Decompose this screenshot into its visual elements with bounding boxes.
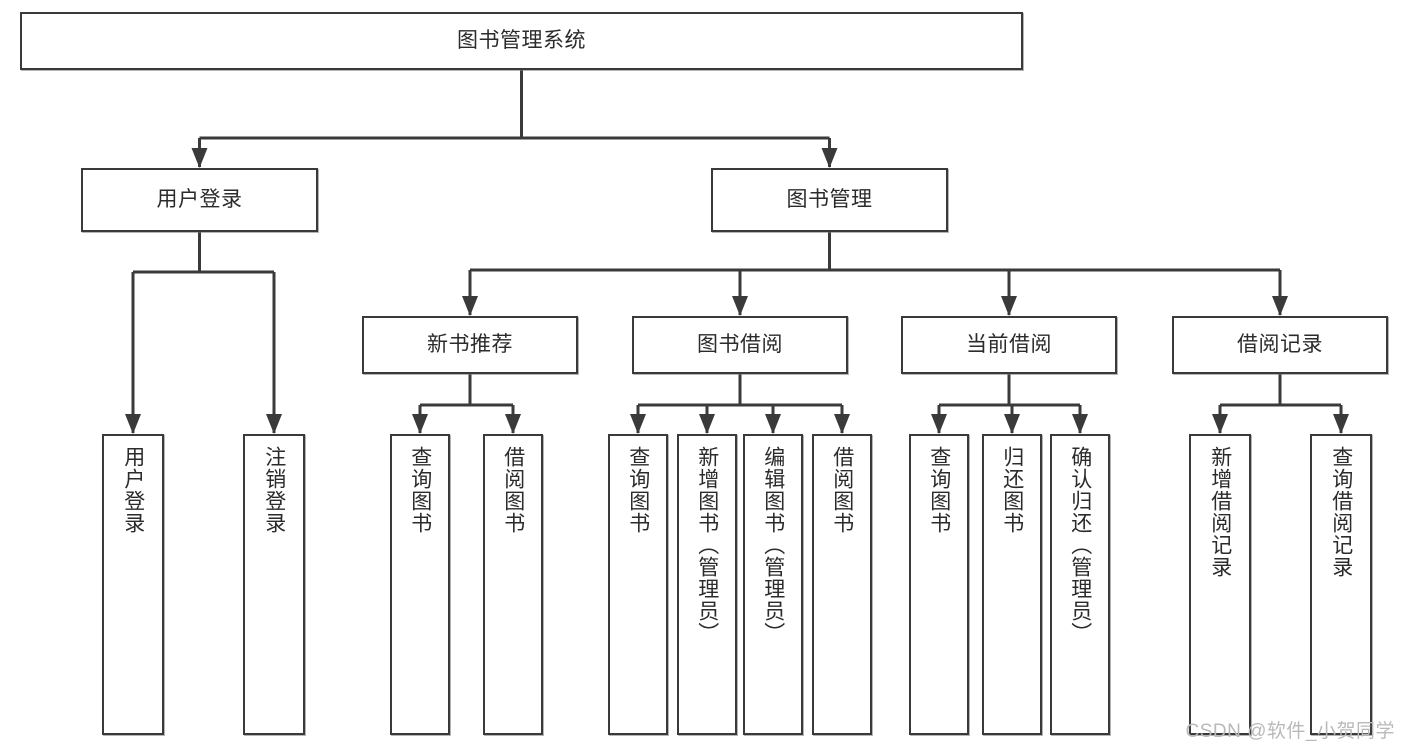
connector-arrowhead [1004,414,1020,434]
node-label: 用户登录 [156,187,243,211]
node-book-borrow[interactable]: 图书借阅 [632,316,848,374]
node-leaf-borrow-add[interactable]: 新增图书（管理员） [677,434,737,735]
connector-arrowhead [412,414,428,434]
node-current-borrow[interactable]: 当前借阅 [901,316,1117,374]
node-label: 注销登录 [262,446,286,534]
node-label: 查询借阅记录 [1329,446,1353,578]
node-label: 查询图书 [626,446,650,534]
node-label: 借阅图书 [501,446,525,534]
node-label: 新增借阅记录 [1208,446,1232,578]
node-label: 当前借阅 [966,332,1052,356]
node-user-login[interactable]: 用户登录 [81,168,318,232]
node-new-book-rec[interactable]: 新书推荐 [362,316,578,374]
connector-arrowhead [834,414,850,434]
connector-arrowhead [1212,414,1228,434]
node-label: 编辑图书（管理员） [761,446,785,644]
connector-arrowhead [931,414,947,434]
node-leaf-borrow-lend[interactable]: 借阅图书 [812,434,872,735]
connector-arrowhead [630,414,646,434]
node-leaf-rec-add[interactable]: 新增借阅记录 [1189,434,1251,735]
connector-arrowhead [191,148,208,168]
connector-arrowhead [266,414,282,434]
node-leaf-rec-query[interactable]: 查询图书 [390,434,450,735]
node-leaf-cur-return[interactable]: 归还图书 [982,434,1042,735]
node-book-manage[interactable]: 图书管理 [711,168,948,232]
node-root[interactable]: 图书管理系统 [20,12,1023,70]
node-leaf-cur-query[interactable]: 查询图书 [909,434,969,735]
node-leaf-cur-confirm[interactable]: 确认归还（管理员） [1050,434,1110,735]
connector-arrowhead [505,414,521,434]
node-label: 新增图书（管理员） [695,446,719,644]
node-label: 借阅记录 [1237,332,1323,356]
node-leaf-borrow-query[interactable]: 查询图书 [608,434,668,735]
connector-arrowhead [1333,414,1349,434]
node-label: 新书推荐 [427,332,513,356]
node-leaf-rec-borrow[interactable]: 借阅图书 [483,434,543,735]
connector-arrowhead [1001,296,1017,316]
node-label: 图书管理 [786,187,873,211]
node-label: 归还图书 [1000,446,1024,534]
connector-arrowhead [732,296,748,316]
node-leaf-rec-search[interactable]: 查询借阅记录 [1310,434,1372,735]
node-label: 用户登录 [121,446,145,534]
node-leaf-user-login[interactable]: 用户登录 [102,434,164,735]
node-leaf-borrow-edit[interactable]: 编辑图书（管理员） [743,434,803,735]
node-label: 查询图书 [927,446,951,534]
watermark-label: CSDN @软件_小贺同学 [1185,721,1395,742]
connector-arrowhead [1072,414,1088,434]
node-borrow-record[interactable]: 借阅记录 [1172,316,1388,374]
node-label: 图书借阅 [697,332,783,356]
connector-arrowhead [821,148,838,168]
node-leaf-user-logout[interactable]: 注销登录 [243,434,305,735]
node-label: 确认归还（管理员） [1068,446,1092,644]
connector-arrowhead [462,296,478,316]
connector-arrowhead [1272,296,1288,316]
node-label: 图书管理系统 [457,28,586,52]
connector-arrowhead [765,414,781,434]
node-label: 借阅图书 [830,446,854,534]
connector-arrowhead [125,414,141,434]
connector-arrowhead [699,414,715,434]
node-label: 查询图书 [408,446,432,534]
